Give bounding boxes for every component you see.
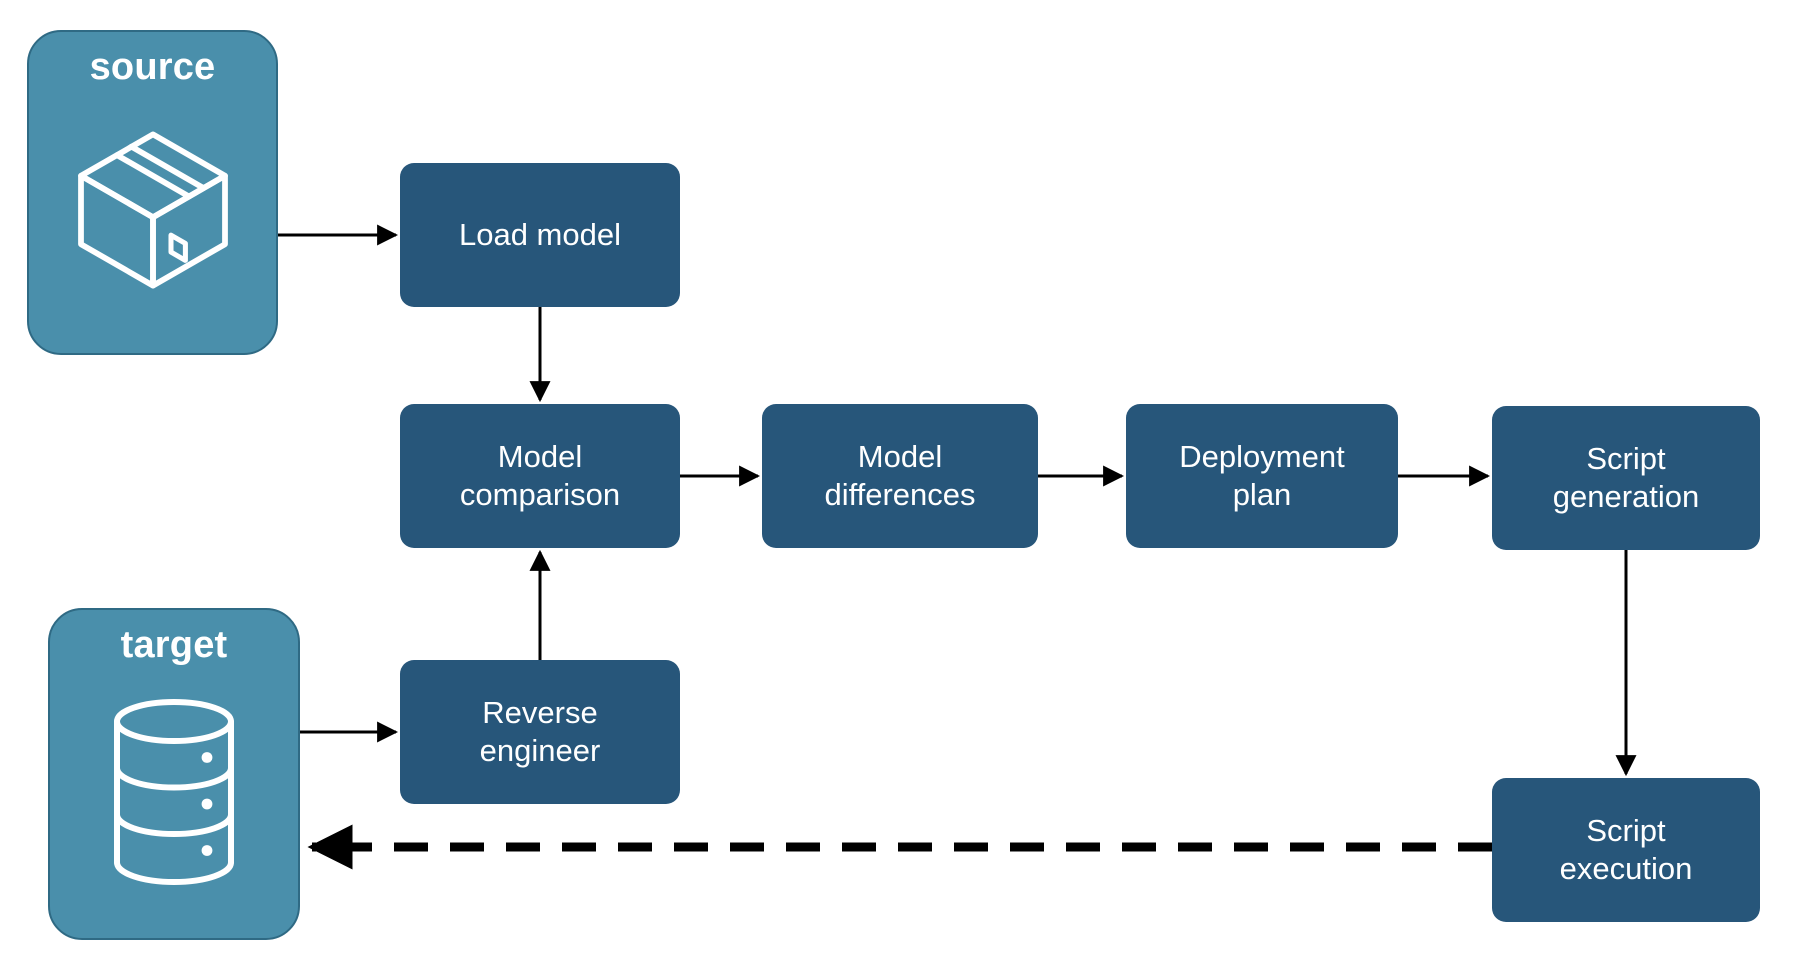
target-label: target	[120, 624, 228, 666]
process-script-execution-line2: execution	[1559, 851, 1693, 886]
process-deployment-plan[interactable]: Deployment plan	[1126, 404, 1398, 548]
process-script-execution[interactable]: Script execution	[1492, 778, 1760, 922]
process-model-differences-line1: Model	[857, 439, 943, 475]
process-load-model[interactable]: Load model	[400, 163, 680, 307]
process-script-generation-line2: generation	[1552, 479, 1700, 514]
endpoint-source[interactable]: source	[27, 30, 278, 355]
process-model-differences[interactable]: Model differences	[762, 404, 1038, 548]
process-deployment-plan-line1: Deployment	[1179, 439, 1345, 475]
process-load-model-line1: Load model	[458, 217, 621, 253]
process-script-generation-line1: Script	[1586, 441, 1666, 477]
database-cylinder-icon	[50, 667, 298, 916]
process-reverse-engineer-line1: Reverse	[482, 695, 598, 731]
process-model-differences-line2: differences	[824, 477, 976, 512]
process-deployment-plan-line2: plan	[1232, 477, 1292, 512]
process-script-generation[interactable]: Script generation	[1492, 406, 1760, 550]
process-script-execution-line1: Script	[1586, 813, 1666, 849]
process-model-comparison-line2: comparison	[459, 477, 621, 512]
source-label: source	[89, 46, 216, 88]
package-box-icon	[29, 89, 276, 331]
process-reverse-engineer-line2: engineer	[479, 733, 601, 768]
endpoint-target[interactable]: target	[48, 608, 300, 940]
process-model-comparison-line1: Model	[497, 439, 583, 475]
process-reverse-engineer[interactable]: Reverse engineer	[400, 660, 680, 804]
process-model-comparison[interactable]: Model comparison	[400, 404, 680, 548]
